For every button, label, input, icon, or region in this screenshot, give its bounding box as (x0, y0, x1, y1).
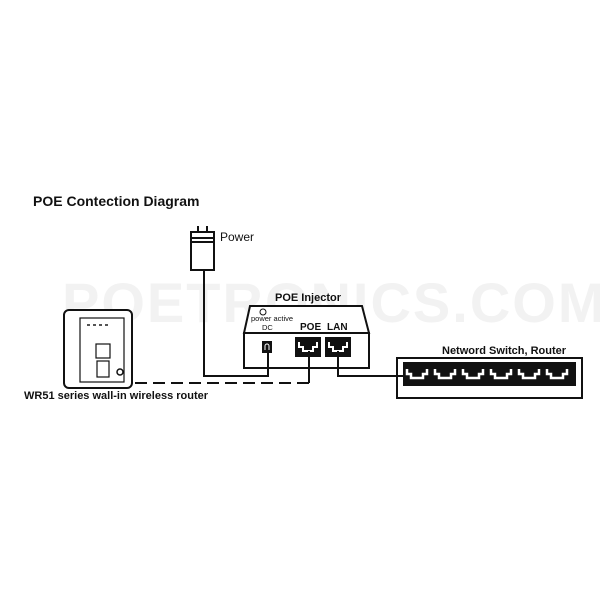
poe-port-label: POE (300, 322, 321, 333)
power-adapter-icon (190, 226, 215, 271)
switch-label: Netword Switch, Router (442, 345, 567, 357)
power-active-label: power active (251, 314, 293, 323)
dc-port (262, 341, 272, 353)
lan-port-label: LAN (327, 322, 348, 333)
dc-port-label: DC (262, 323, 273, 332)
diagram-title: POE Contection Diagram (33, 193, 199, 209)
power-cable (203, 270, 269, 377)
router-leds (87, 324, 108, 326)
power-label: Power (220, 230, 254, 244)
connection-lines (133, 270, 403, 384)
power-active-led (259, 308, 267, 316)
router-label: WR51 series wall-in wireless router (24, 390, 209, 402)
lan-cable (337, 351, 403, 377)
injector-label: POE Injector (275, 292, 342, 304)
network-switch-icon (396, 357, 583, 399)
wall-router-icon (63, 309, 133, 389)
